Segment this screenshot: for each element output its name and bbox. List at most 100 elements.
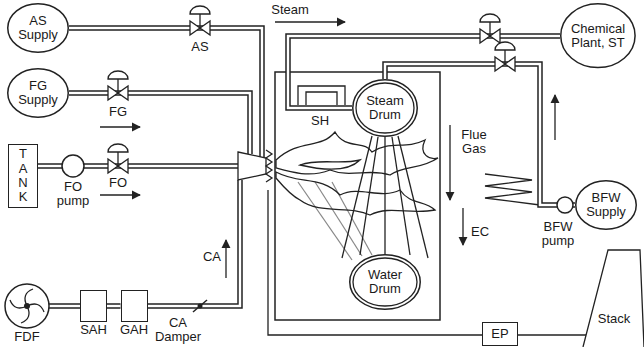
pipe-bore	[49, 305, 80, 308]
air-duct	[49, 303, 80, 309]
node-text: BFW Supply	[586, 191, 626, 219]
gas-pipe	[69, 93, 250, 154]
node-text: Steam Drum	[366, 94, 404, 122]
air-duct	[147, 180, 240, 306]
pipe-bore	[107, 305, 121, 308]
supply-circle: AS Supply	[7, 3, 69, 53]
heater-box: GAH	[121, 290, 148, 322]
node-text: Water Drum	[368, 268, 402, 296]
economizer-coil	[485, 174, 540, 205]
fan-blades	[10, 289, 44, 323]
superheater-loop	[306, 92, 337, 105]
heater-box: SAH	[80, 290, 107, 322]
text-holder: EP	[483, 323, 517, 345]
boiler-tube	[360, 137, 378, 255]
flow-arrow	[554, 95, 555, 140]
pipe-bore	[385, 64, 575, 205]
flame	[300, 160, 360, 169]
duct-line	[518, 334, 586, 335]
flow-arrow	[462, 208, 463, 245]
outline-ellipse	[8, 69, 69, 118]
part-label: EC	[471, 225, 489, 239]
pipe-bore	[69, 93, 250, 154]
text-holder: Water Drum	[349, 254, 421, 310]
process-pipe	[385, 64, 575, 205]
superheater-loop	[298, 86, 345, 105]
inner-ellipse	[353, 258, 417, 306]
node-text: SAH	[80, 323, 107, 337]
process-pipe	[288, 36, 560, 108]
text-holder: AS Supply	[7, 3, 69, 53]
supply-circle: BFW Supply	[575, 180, 637, 230]
steam-drum: Steam Drum	[352, 79, 418, 137]
igniter-coil	[266, 150, 272, 182]
part-label: FDF	[14, 330, 39, 344]
control-valve	[108, 71, 128, 100]
fan-housing	[5, 284, 49, 328]
flow-arrow	[449, 125, 450, 200]
flow-arrow	[275, 21, 345, 22]
plant-circle: Chemical Plant, ST	[560, 3, 636, 68]
boiler-tube	[392, 137, 410, 255]
connector-group	[107, 36, 575, 306]
damper-symbol	[193, 300, 207, 312]
flow-arrow	[100, 194, 140, 195]
text-holder: BFW Supply	[575, 180, 637, 230]
outline-ellipse	[576, 181, 637, 230]
text-holder: TANK	[9, 145, 37, 206]
precipitator-box: EP	[482, 322, 518, 346]
burner	[238, 152, 266, 180]
air-pipe	[69, 28, 262, 157]
part-label: AS	[191, 40, 208, 54]
outline-ellipse	[350, 255, 421, 310]
outline-ellipse	[353, 80, 418, 137]
node-text: Chemical Plant, ST	[568, 22, 628, 50]
text-holder: SAH	[80, 323, 107, 337]
tank-box: TANK	[8, 144, 38, 207]
text-holder: Chemical Plant, ST	[560, 3, 636, 68]
outline-ellipse	[561, 4, 635, 68]
node-text: GAH	[120, 323, 148, 337]
node-text: FG Supply	[18, 79, 58, 107]
part-label: SH	[311, 114, 329, 128]
supply-circle: FG Supply	[7, 68, 69, 118]
flame	[276, 172, 435, 215]
flow-arrow	[225, 240, 226, 278]
control-valve	[495, 42, 515, 71]
flow-arrow	[100, 126, 140, 127]
part-label: FG	[109, 105, 127, 119]
pump-symbol	[62, 155, 84, 177]
casing-line	[268, 190, 482, 335]
boiler-tube	[398, 136, 428, 258]
water-drum: Water Drum	[349, 254, 421, 310]
flame	[276, 132, 438, 175]
pipe-bore	[69, 28, 262, 157]
part-label: FO	[109, 176, 127, 190]
connector-bore-group	[107, 36, 575, 306]
node-text: EP	[491, 327, 508, 341]
part-label: Stack	[598, 312, 631, 326]
text-holder: FG Supply	[7, 68, 69, 118]
control-valve	[480, 14, 500, 43]
outline-ellipse	[8, 4, 69, 53]
pump-symbol	[557, 197, 573, 213]
inner-ellipse	[356, 83, 414, 133]
part-label: CA	[203, 250, 221, 264]
fan-hub	[24, 303, 30, 309]
control-valve	[190, 6, 210, 35]
boiler-tube	[384, 137, 385, 254]
part-label: Flue Gas	[461, 128, 486, 156]
part-label: CA Damper	[155, 316, 201, 344]
part-label: BFW pump	[542, 220, 575, 248]
node-text: TANK	[17, 147, 30, 204]
pipe-bore	[288, 36, 560, 108]
control-valve	[108, 144, 128, 173]
stack-outline	[583, 250, 644, 347]
text-holder: Steam Drum	[352, 79, 418, 137]
part-label: Steam	[271, 3, 309, 17]
damper-pivot	[198, 304, 203, 309]
text-holder: GAH	[120, 323, 148, 337]
pipe-bore	[147, 180, 240, 306]
part-label: FO pump	[57, 180, 90, 208]
